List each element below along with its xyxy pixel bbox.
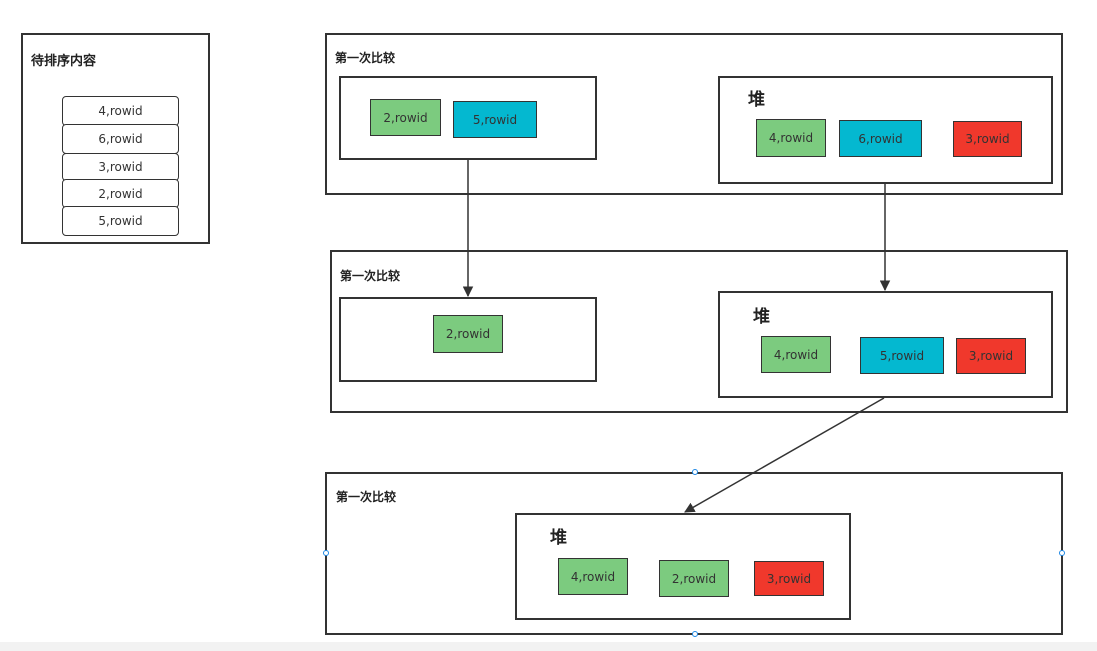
stage-3-title: 第一次比较 (336, 490, 397, 504)
stage-3-heap-label: 堆 (550, 528, 567, 548)
stage-1-compare-box (339, 76, 597, 160)
stage-1-heap-label: 堆 (748, 90, 765, 110)
canvas-bottom-strip (0, 642, 1097, 651)
stage-1-heap-node: 6,rowid (839, 120, 922, 157)
stage-1-left-node: 2,rowid (370, 99, 441, 136)
resize-handle-bottom[interactable] (692, 631, 698, 637)
stage-2-heap-node: 4,rowid (761, 336, 831, 373)
stage-2-heap-label: 堆 (753, 307, 770, 327)
stage-1-heap-node: 4,rowid (756, 119, 826, 157)
stage-2-heap-node: 5,rowid (860, 337, 944, 374)
pending-item: 4,rowid (62, 96, 179, 126)
resize-handle-top[interactable] (692, 469, 698, 475)
stage-3-heap-node: 4,rowid (558, 558, 628, 595)
pending-panel (21, 33, 210, 244)
arrow-stage2-to-stage3-heap (684, 397, 885, 513)
pending-item: 3,rowid (62, 153, 179, 181)
stage-2-compare-box (339, 297, 597, 382)
stage-1-heap-box (718, 76, 1053, 184)
stage-2-heap-node: 3,rowid (956, 338, 1026, 374)
resize-handle-left[interactable] (323, 550, 329, 556)
pending-item: 2,rowid (62, 179, 179, 208)
pending-panel-title: 待排序内容 (31, 54, 97, 69)
resize-handle-right[interactable] (1059, 550, 1065, 556)
stage-1-title: 第一次比较 (335, 51, 396, 65)
pending-item: 5,rowid (62, 206, 179, 236)
stage-2-left-node: 2,rowid (433, 315, 503, 353)
stage-2-heap-box (718, 291, 1053, 398)
stage-1-frame (325, 33, 1063, 195)
stage-2-title: 第一次比较 (340, 269, 401, 283)
stage-3-heap-node: 3,rowid (754, 561, 824, 596)
stage-3-heap-node: 2,rowid (659, 560, 729, 597)
stage-1-left-node: 5,rowid (453, 101, 537, 138)
stage-1-heap-node: 3,rowid (953, 121, 1022, 157)
stage-2-frame (330, 250, 1068, 413)
stage-3-heap-box (515, 513, 851, 620)
